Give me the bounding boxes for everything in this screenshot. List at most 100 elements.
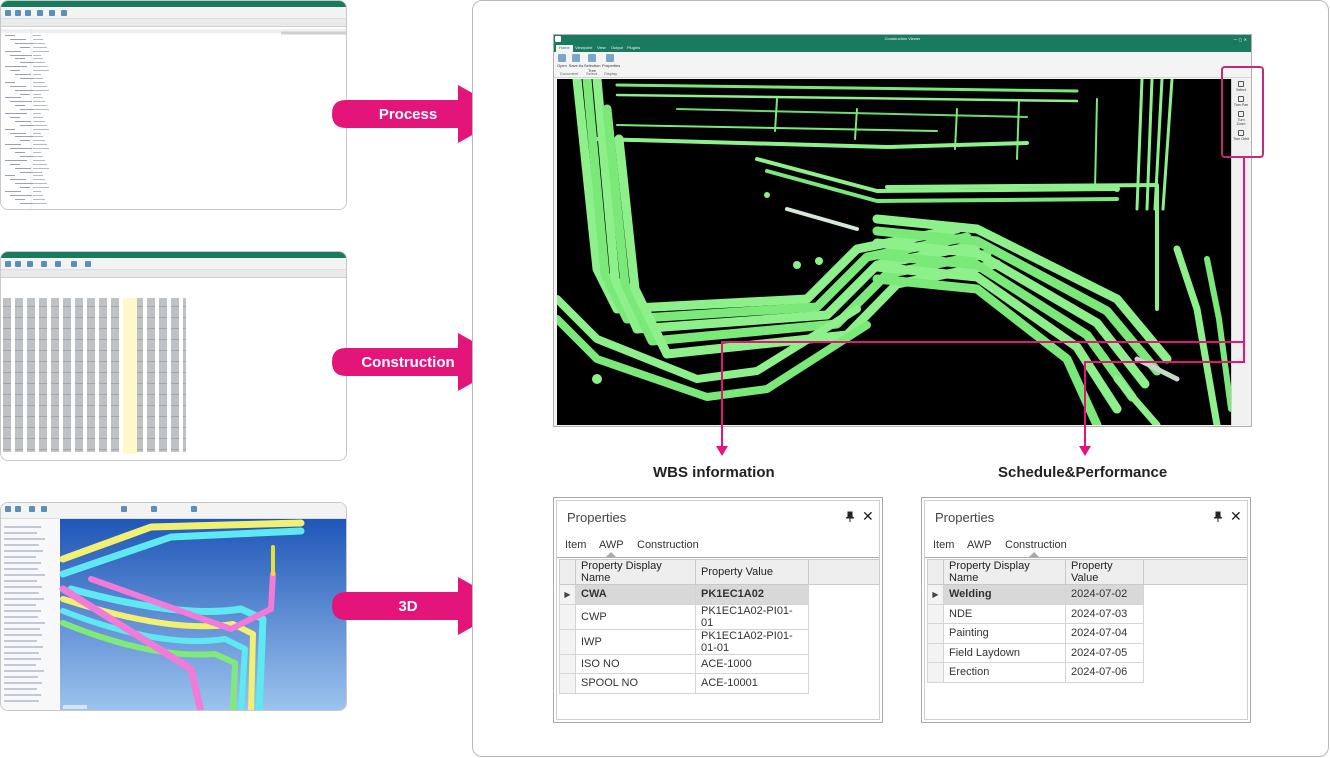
- tab-item[interactable]: Item: [933, 539, 955, 551]
- table-row[interactable]: NDE 2024-07-03: [927, 603, 1247, 624]
- window-controls-icon[interactable]: — ▢ ✕: [1233, 37, 1247, 42]
- property-name-cell: Erection: [943, 662, 1066, 683]
- column-header-value[interactable]: Property Value: [695, 559, 809, 585]
- tree-line: [15, 74, 31, 75]
- property-name-cell: SPOOL NO: [575, 673, 696, 694]
- tree-line: [5, 35, 15, 36]
- construction-label: Construction: [361, 353, 455, 371]
- tree-line: [33, 202, 47, 204]
- grid-row: [3, 383, 186, 387]
- schedule-properties-inner: Properties ✕ Item AWP Construction Prope…: [924, 500, 1248, 720]
- tree-line: [5, 66, 27, 68]
- tree-line: [20, 171, 42, 173]
- table-row[interactable]: ISO NO ACE-1000: [559, 653, 879, 674]
- property-name-cell: ISO NO: [575, 653, 696, 674]
- turn-pan-button[interactable]: Turn Pan: [1233, 96, 1249, 107]
- tree-line: [33, 187, 49, 189]
- arrow-right-icon: [332, 333, 510, 391]
- tree-line: [15, 167, 31, 169]
- tree-line: [10, 85, 26, 87]
- tree-line: [33, 58, 43, 60]
- grid-row: [3, 317, 186, 321]
- tab-item[interactable]: Item: [565, 539, 587, 551]
- tab-awp[interactable]: AWP: [967, 539, 992, 551]
- tree-line: [10, 101, 32, 103]
- row-header-cell: [559, 603, 576, 630]
- grid-row: [3, 372, 186, 376]
- construction-thumb-titlebar: [1, 252, 346, 258]
- tree-icon: [588, 54, 596, 62]
- viewer-titlebar: Construction Viewer — ▢ ✕: [554, 35, 1251, 44]
- tab-construction[interactable]: Construction: [637, 539, 699, 551]
- viewer-3d-canvas[interactable]: [557, 79, 1231, 425]
- pan-icon: [1238, 96, 1244, 102]
- viewer-tab-view[interactable]: View: [597, 45, 606, 50]
- tree-line: [33, 120, 45, 122]
- tab-construction[interactable]: Construction: [1005, 539, 1067, 551]
- row-header-cell: [559, 628, 576, 655]
- tree-line: [20, 124, 42, 126]
- tab-awp[interactable]: AWP: [599, 539, 624, 551]
- grid-row: [3, 397, 186, 400]
- tree-line: [10, 163, 20, 165]
- tree-line: [33, 62, 45, 64]
- turn-orbit-button[interactable]: Turn Orbit: [1233, 130, 1249, 141]
- process-thumbnail: [0, 0, 347, 210]
- row-header-cell: [927, 603, 944, 624]
- table-row[interactable]: SPOOL NO ACE-10001: [559, 673, 879, 694]
- column-header-name[interactable]: Property Display Name: [575, 559, 696, 585]
- turn-zoom-button[interactable]: Turn Zoom: [1233, 111, 1249, 126]
- selection-tree-button[interactable]: Selection Tree: [584, 54, 600, 73]
- viewer-tab-home[interactable]: Home: [556, 45, 573, 52]
- tree-line: [5, 81, 15, 83]
- grid-row: [3, 394, 186, 398]
- ribbon-group-document: Document: [560, 71, 579, 76]
- viewer-tab-plugins[interactable]: Plugins: [627, 45, 641, 50]
- table-row[interactable]: Erection 2024-07-06: [927, 662, 1247, 683]
- grid-row: [3, 391, 186, 395]
- tree-line: [20, 109, 36, 111]
- tree-line: [33, 175, 43, 177]
- property-value-cell: ACE-10001: [695, 673, 809, 694]
- grid-row: [3, 377, 186, 381]
- column-header-value[interactable]: Property Value: [1065, 559, 1144, 585]
- tree-line: [20, 46, 30, 48]
- tree-line: [33, 116, 43, 118]
- select-tool-button[interactable]: Select: [1233, 81, 1249, 92]
- close-icon[interactable]: ✕: [1230, 509, 1242, 525]
- process-thumb-ribbon: [1, 7, 346, 19]
- row-header-cell: [927, 642, 944, 663]
- grid-row: [3, 339, 186, 343]
- table-row[interactable]: CWP PK1EC1A02-PI01-01: [559, 603, 879, 630]
- close-icon[interactable]: ✕: [862, 509, 874, 525]
- tree-line: [33, 191, 41, 192]
- grid-row: [3, 344, 186, 348]
- table-row[interactable]: ▶ CWA PK1EC1A02: [559, 584, 879, 605]
- properties-button[interactable]: Properties: [602, 54, 620, 68]
- viewer-tab-viewpoint[interactable]: Viewpoint: [575, 45, 593, 50]
- active-tab-indicator: [1029, 552, 1039, 557]
- table-row[interactable]: Painting 2024-07-04: [927, 623, 1247, 644]
- tree-line: [20, 140, 30, 142]
- property-value-cell: 2024-07-03: [1065, 603, 1144, 624]
- grid-row: [3, 320, 186, 323]
- grid-row: [3, 430, 186, 433]
- grid-row: [3, 336, 186, 340]
- tree-line: [15, 120, 31, 122]
- grid-row: [3, 350, 186, 354]
- row-pointer-icon: ▶: [927, 584, 944, 605]
- table-row[interactable]: Field Laydown 2024-07-05: [927, 642, 1247, 663]
- save-as-button[interactable]: Save As: [568, 54, 584, 68]
- pin-icon[interactable]: [1213, 511, 1223, 523]
- table-row[interactable]: IWP PK1EC1A02-PI01-01-01: [559, 628, 879, 655]
- wbs-properties-inner: Properties ✕ Item AWP Construction Prope…: [556, 500, 880, 720]
- grid-row: [3, 303, 186, 307]
- open-button[interactable]: Open: [554, 54, 570, 68]
- table-row[interactable]: ▶ Welding 2024-07-02: [927, 584, 1247, 605]
- tree-line: [15, 152, 25, 153]
- pin-icon[interactable]: [845, 511, 855, 523]
- tree-line: [20, 77, 42, 79]
- tree-line: [15, 136, 37, 138]
- viewer-tab-output[interactable]: Output: [611, 45, 624, 50]
- column-header-name[interactable]: Property Display Name: [943, 559, 1066, 585]
